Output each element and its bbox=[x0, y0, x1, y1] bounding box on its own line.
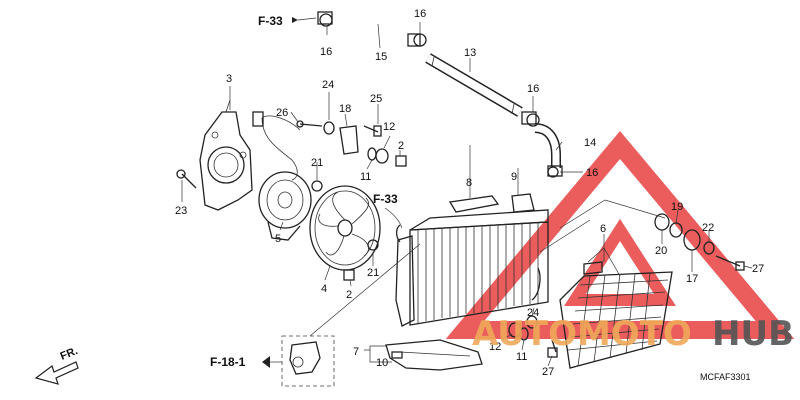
part-label: 2 bbox=[346, 289, 352, 301]
lower-cover-8 bbox=[385, 339, 483, 371]
part-label: 16 bbox=[414, 8, 426, 20]
part-label: 27 bbox=[752, 263, 764, 275]
watermark-inner-triangle bbox=[564, 218, 676, 306]
part-label: 15 bbox=[375, 51, 387, 63]
part-label: 7 bbox=[353, 346, 359, 358]
part-label: 18 bbox=[339, 103, 351, 115]
part-label: 12 bbox=[383, 121, 395, 133]
front-direction-arrow: FR. bbox=[34, 345, 80, 385]
part-label: 25 bbox=[370, 93, 382, 105]
part-label: 8 bbox=[466, 177, 472, 189]
watermark-text: AUTOMOTO HUB bbox=[472, 314, 794, 354]
part-label: 13 bbox=[464, 47, 476, 59]
radiator-core bbox=[395, 209, 549, 327]
upper-hose-15 bbox=[317, 10, 421, 47]
part-label: 11 bbox=[360, 171, 371, 183]
part-label: 22 bbox=[702, 222, 714, 234]
reference-labels: F-33 F-33 F-18-1 bbox=[210, 14, 398, 369]
diagram-code: MCFAF3301 bbox=[700, 372, 751, 382]
watermark-brand-b: HUB bbox=[712, 314, 794, 354]
watermark-outer-triangle bbox=[445, 130, 795, 339]
part-label: 21 bbox=[311, 157, 323, 169]
part-label: 5 bbox=[275, 233, 281, 245]
ref-f33-top: F-33 bbox=[258, 14, 283, 28]
part-label: 11 bbox=[516, 351, 527, 363]
ref-f18: F-18-1 bbox=[210, 355, 246, 369]
part-label: 10 bbox=[376, 357, 388, 369]
part-label: 12 bbox=[489, 341, 501, 353]
fr-label: FR. bbox=[59, 345, 80, 363]
part-label: 19 bbox=[671, 201, 683, 213]
part-label: 21 bbox=[367, 267, 379, 279]
part-labels: 3 16 15 16 13 16 14 16 24 26 18 25 12 2 … bbox=[175, 8, 764, 378]
coolant-pipe-13 bbox=[425, 53, 523, 117]
leader-lines bbox=[181, 17, 753, 367]
part-label: 17 bbox=[686, 273, 698, 285]
part-label: 16 bbox=[586, 167, 598, 179]
watermark-brand-a: AUTOMOTO bbox=[472, 314, 692, 354]
part-label: 3 bbox=[226, 73, 232, 85]
part-label: 14 bbox=[584, 137, 596, 149]
part-label: 27 bbox=[542, 366, 554, 378]
fan-shroud-bracket-3 bbox=[199, 99, 253, 211]
radiator-cap-9 bbox=[448, 195, 500, 213]
part-label: 2 bbox=[398, 140, 404, 152]
hose-14 bbox=[521, 111, 563, 177]
part-label: 26 bbox=[276, 107, 288, 119]
part-label: 24 bbox=[527, 307, 539, 319]
cooling-fan-4 bbox=[309, 185, 381, 271]
reference-box-f18 bbox=[262, 335, 335, 387]
fan-motor-5 bbox=[252, 111, 312, 241]
part-label: 4 bbox=[321, 283, 327, 295]
part-label: 23 bbox=[175, 205, 187, 217]
part-label: 16 bbox=[320, 46, 332, 58]
part-label: 20 bbox=[655, 245, 667, 257]
part-label: 16 bbox=[527, 83, 539, 95]
part-label: 9 bbox=[511, 171, 517, 183]
part-label: 24 bbox=[322, 79, 334, 91]
ref-f33-mid: F-33 bbox=[373, 192, 398, 206]
radiator-grille-6 bbox=[559, 261, 673, 369]
watermark-logo bbox=[445, 130, 795, 339]
part-label: 6 bbox=[600, 223, 606, 235]
bracket-10 bbox=[511, 193, 535, 213]
